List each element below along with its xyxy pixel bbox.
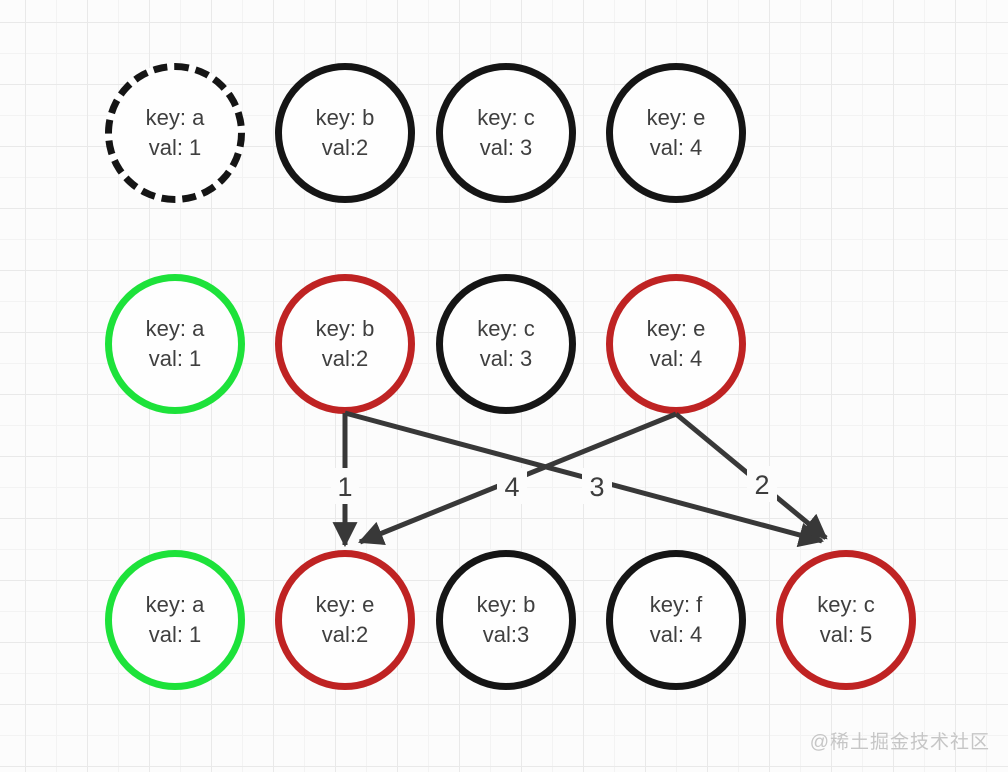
node-key: key: b [476, 592, 536, 617]
node-val: val:2 [321, 346, 369, 371]
node-row1-b: key: b val:2 [275, 63, 415, 203]
arrow-3-label: 3 [589, 472, 604, 502]
node-row3-b: key: b val:3 [436, 550, 576, 690]
node-val: val: 1 [148, 135, 202, 160]
node-val: val: 1 [148, 622, 202, 647]
node-val: val: 4 [649, 622, 703, 647]
node-key: key: c [477, 105, 535, 130]
node-val: val:2 [321, 622, 369, 647]
arrow-2-label-bg [747, 466, 777, 502]
node-row1-a: key: a val: 1 [105, 63, 245, 203]
node-val: val:2 [321, 135, 369, 160]
node-val: val: 3 [479, 135, 533, 160]
node-key: key: a [145, 105, 205, 130]
node-key: key: e [646, 105, 706, 130]
node-row1-c: key: c val: 3 [436, 63, 576, 203]
node-key: key: b [315, 316, 375, 341]
arrow-2-line [674, 412, 828, 540]
arrow-1-label-bg [331, 468, 359, 504]
node-row3-e: key: e val:2 [275, 550, 415, 690]
node-row3-a: key: a val: 1 [105, 550, 245, 690]
node-val: val: 1 [148, 346, 202, 371]
node-row2-e: key: e val: 4 [606, 274, 746, 414]
node-row2-b: key: b val:2 [275, 274, 415, 414]
arrow-4-label: 4 [504, 472, 519, 502]
node-val: val:3 [482, 622, 530, 647]
arrow-2-label: 2 [754, 470, 769, 500]
node-row2-a: key: a val: 1 [105, 274, 245, 414]
arrow-4-line [358, 411, 677, 545]
node-row2-c: key: c val: 3 [436, 274, 576, 414]
node-key: key: a [145, 316, 205, 341]
node-row3-c: key: c val: 5 [776, 550, 916, 690]
node-key: key: e [315, 592, 375, 617]
node-row1-e: key: e val: 4 [606, 63, 746, 203]
arrow-3-label-bg [582, 468, 612, 504]
node-val: val: 5 [819, 622, 873, 647]
node-key: key: c [817, 592, 875, 617]
watermark: @稀土掘金技术社区 [809, 732, 990, 753]
arrow-1-label: 1 [337, 472, 352, 502]
arrow-4-label-bg [497, 468, 527, 504]
node-key: key: c [477, 316, 535, 341]
node-key: key: a [145, 592, 205, 617]
node-key: key: b [315, 105, 375, 130]
node-key: key: f [649, 592, 703, 617]
node-val: val: 4 [649, 346, 703, 371]
node-row3-f: key: f val: 4 [606, 550, 746, 690]
node-val: val: 3 [479, 346, 533, 371]
node-val: val: 4 [649, 135, 703, 160]
node-key: key: e [646, 316, 706, 341]
arrow-3-line [344, 410, 825, 548]
